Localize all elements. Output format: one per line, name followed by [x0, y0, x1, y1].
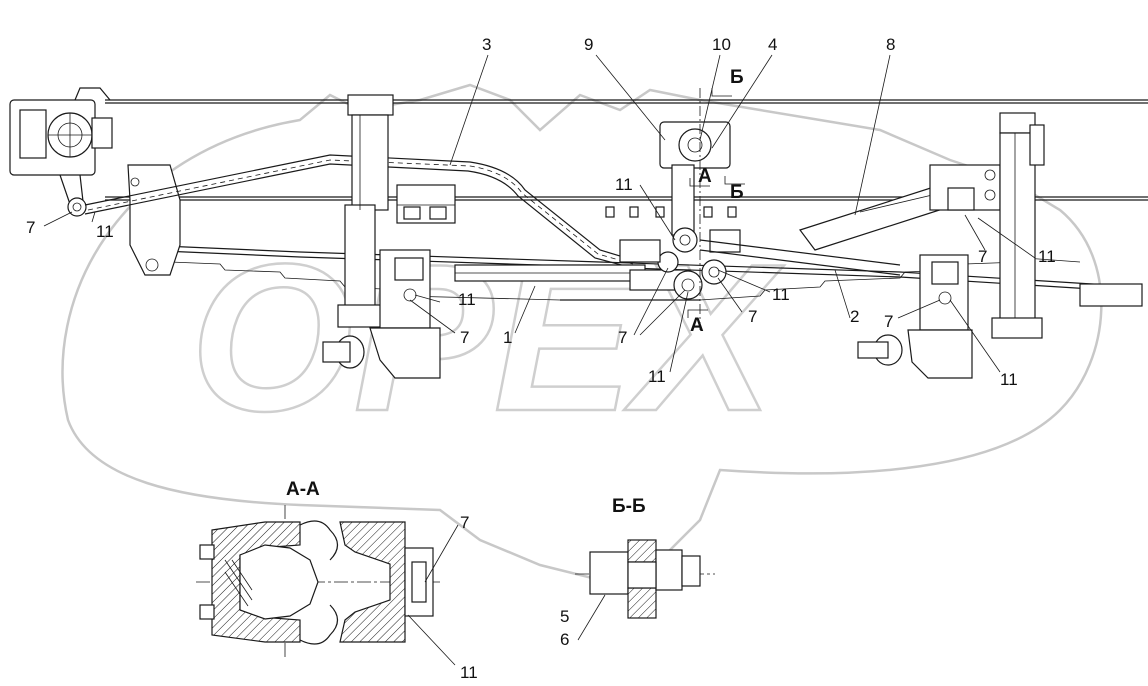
callout-7-right-knuckle: 7 [884, 312, 893, 331]
watermark-gear-outline [61, 83, 1103, 582]
callout-6: 6 [560, 630, 569, 649]
callout-3: 3 [482, 35, 491, 54]
left-knuckle [322, 249, 441, 379]
callout-11-center-top: 11 [615, 175, 633, 194]
callout-4: 4 [768, 35, 777, 54]
center-linkage [619, 121, 901, 300]
section-mark-a-top: А [698, 166, 712, 187]
callout-7-left: 7 [26, 218, 35, 237]
callout-9: 9 [584, 35, 593, 54]
callouts: 3 9 10 4 8 7 11 11 11 7 1 7 11 7 11 2 7 … [26, 35, 1056, 682]
callout-11-section-aa: 11 [460, 663, 478, 682]
section-mark-a-bottom: А [690, 315, 704, 336]
callout-11-center-right: 11 [772, 285, 790, 304]
power-cylinder [799, 164, 1001, 251]
drag-link [84, 154, 641, 271]
callout-7-center-left: 7 [618, 328, 627, 347]
callout-7-center-right: 7 [748, 307, 757, 326]
callout-11-right-knuckle: 11 [1000, 370, 1018, 389]
callout-7-left-knuckle: 7 [460, 328, 469, 347]
leaf-spring [139, 244, 1143, 307]
callout-2: 2 [850, 307, 859, 326]
section-mark-b-top: Б [730, 67, 744, 88]
section-mark-b-middle: Б [730, 182, 744, 203]
shock-absorber-right [991, 112, 1045, 339]
section-aa-view [196, 505, 459, 666]
steering-gear [9, 87, 113, 217]
section-title-bb: Б-Б [612, 496, 646, 517]
callout-11-center-bottom: 11 [648, 367, 666, 386]
callout-7-section-aa: 7 [460, 513, 469, 532]
bump-stop [396, 184, 456, 224]
leader-lines [43, 54, 1036, 373]
section-marks [687, 88, 745, 330]
callout-8: 8 [886, 35, 895, 54]
callout-1: 1 [503, 328, 512, 347]
callout-11-cylinder: 11 [1038, 247, 1056, 266]
section-title-aa: А-А [286, 479, 320, 500]
section-bb-view [575, 539, 715, 641]
shock-absorber-left [337, 94, 394, 328]
right-knuckle [857, 254, 973, 379]
front-spring-bracket [127, 164, 181, 276]
watermark-text: OPEX [190, 220, 784, 455]
callout-10: 10 [712, 35, 731, 54]
section-labels: Б А Б А А-А Б-Б [286, 67, 744, 517]
frame-bolts [605, 206, 737, 218]
callout-11-left: 11 [96, 222, 114, 241]
callout-7-cylinder: 7 [978, 247, 987, 266]
callout-11-left-knuckle: 11 [458, 290, 476, 309]
callout-5: 5 [560, 607, 569, 626]
